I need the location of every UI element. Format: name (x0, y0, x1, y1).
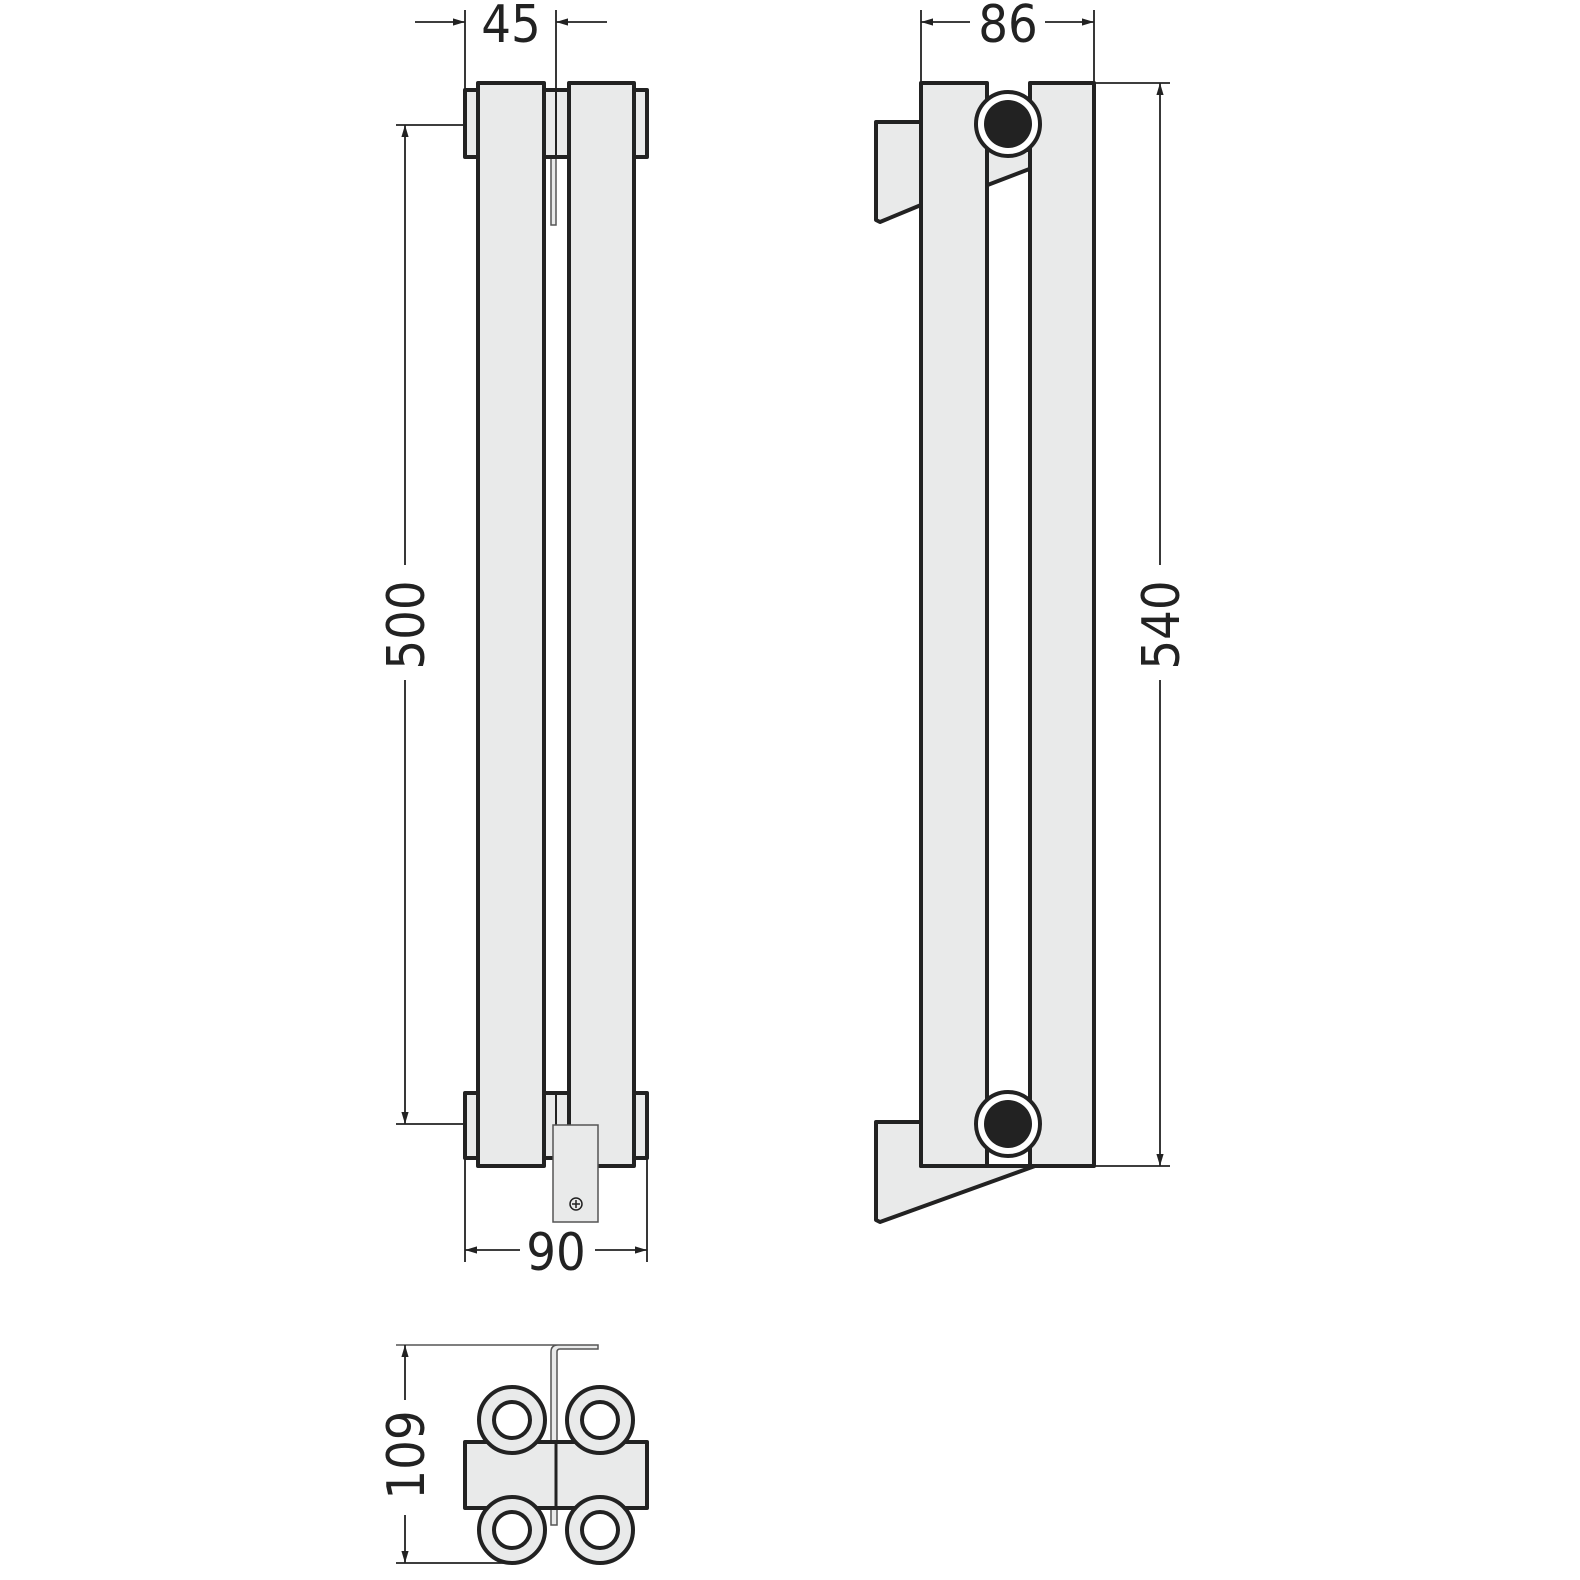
valve-connection-top (974, 90, 1042, 158)
front-view: 45 500 90 (377, 0, 649, 1283)
pipe-section (477, 1385, 547, 1455)
radiator-column-back (1028, 81, 1096, 1168)
side-view: 86 540 (874, 0, 1192, 1224)
dimension-label: 540 (1132, 580, 1192, 669)
radiator-column-left (476, 81, 546, 1168)
pipe-section (565, 1385, 635, 1455)
screw-icon (569, 1197, 583, 1211)
bottom-view: 109 (377, 1344, 649, 1565)
dimension-86: 86 (920, 0, 1095, 83)
wall-bracket-rod (396, 1344, 599, 1526)
dimension-label: 109 (377, 1410, 437, 1499)
dimension-109: 109 (377, 1345, 512, 1564)
pipe-section (565, 1495, 635, 1565)
dimension-45: 45 (415, 0, 607, 90)
dimension-500: 500 (377, 124, 465, 1125)
dimension-label: 86 (978, 0, 1038, 55)
radiator-column-right (567, 81, 636, 1168)
dimension-540: 540 (1094, 82, 1192, 1167)
wall-bracket-top (874, 120, 923, 224)
dimension-label: 90 (526, 1223, 586, 1283)
pipe-section (477, 1495, 547, 1565)
valve-connection-bottom (974, 1090, 1042, 1158)
radiator-column-front (919, 81, 989, 1168)
dimension-90: 90 (464, 1158, 648, 1283)
dimension-label: 500 (377, 580, 437, 669)
dimension-label: 45 (481, 0, 541, 55)
